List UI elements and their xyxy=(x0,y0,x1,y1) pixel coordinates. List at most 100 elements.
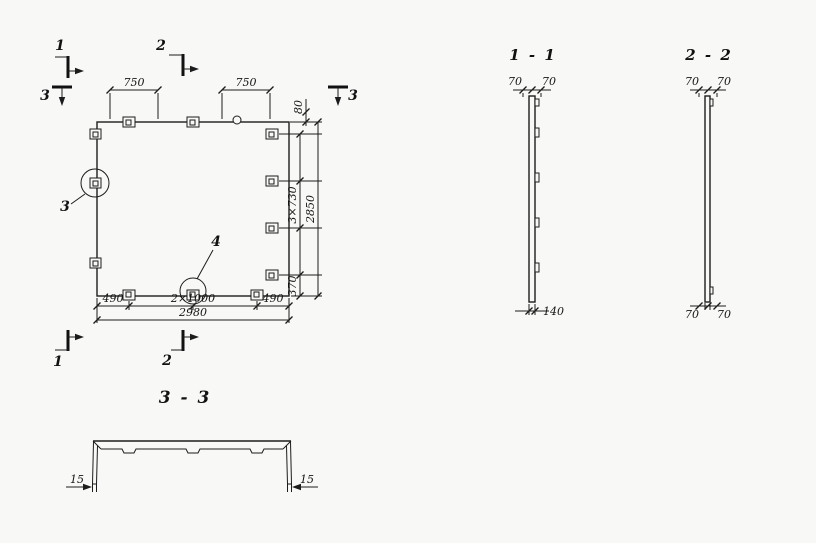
dim-value: 750 xyxy=(236,76,257,89)
cut-number: 3 xyxy=(348,88,358,104)
view-arrow-icon xyxy=(190,65,199,73)
dim-value: 490 xyxy=(102,292,124,305)
cut-mark-2-top: 2 xyxy=(155,38,199,76)
rib-outer-line xyxy=(290,441,292,485)
dim-top: 750 750 xyxy=(105,76,275,119)
embed xyxy=(122,289,136,301)
section-view-3-3: 3 - 3 15 15 xyxy=(66,388,318,492)
dim-value: 70 xyxy=(508,75,522,88)
embed-profile xyxy=(709,98,714,107)
cut-number: 3 xyxy=(40,88,50,104)
section-title: 3 - 3 xyxy=(159,388,212,408)
embed-core xyxy=(268,272,275,279)
detail-circle xyxy=(179,277,207,305)
dim-value: 15 xyxy=(70,473,84,486)
view-arrow-icon xyxy=(75,333,84,341)
dim-value: 70 xyxy=(542,75,556,88)
embed-core xyxy=(189,119,196,126)
embed xyxy=(265,175,279,187)
rib-outer-line xyxy=(92,441,94,485)
embed xyxy=(89,128,102,140)
embed xyxy=(186,116,200,128)
section-view-1-1: 1 - 1 70 70 140 xyxy=(508,46,564,318)
lifting-loop xyxy=(232,115,242,125)
embed-core xyxy=(268,178,275,185)
embed xyxy=(265,269,279,281)
section-title: 1 - 1 xyxy=(509,46,557,64)
embeds-bottom-edge xyxy=(122,289,264,301)
cut-mark-2-bottom: 2 xyxy=(161,330,199,369)
dim-right: 3×730 370 2850 xyxy=(279,117,323,301)
embed-profile xyxy=(534,172,540,183)
cut-number: 2 xyxy=(155,38,166,54)
dim-value: 70 xyxy=(685,308,699,321)
dim-value: 70 xyxy=(717,75,731,88)
plan-view: 3 4 1 1 2 xyxy=(40,38,358,370)
dim-arrow-icon xyxy=(83,483,92,491)
cut-number: 1 xyxy=(53,354,63,370)
embed-core xyxy=(92,131,99,138)
dim-value: 15 xyxy=(300,473,314,486)
embed xyxy=(89,257,102,269)
dim-s22-top: 70 70 xyxy=(685,75,731,97)
dim-value: 490 xyxy=(262,292,284,305)
panel-section-body xyxy=(704,95,711,303)
dim-value: 2980 xyxy=(178,306,207,319)
embed xyxy=(265,128,279,140)
detail-circle xyxy=(80,168,110,198)
section-view-2-2: 2 - 2 70 70 70 70 xyxy=(684,46,733,321)
embed-core xyxy=(268,131,275,138)
dim-s11-top: 70 70 xyxy=(508,75,556,97)
flange-end-taper xyxy=(282,440,292,450)
dim-bottom: 490 2×1000 490 2980 xyxy=(92,292,294,325)
detail-callout-4: 4 xyxy=(179,234,221,305)
rib-inner-line xyxy=(96,445,98,485)
embed-profile xyxy=(534,98,540,107)
detail-label: 4 xyxy=(211,234,221,250)
dim-s11-bottom: 140 xyxy=(515,304,564,318)
dim-value: 3×730 xyxy=(286,186,299,223)
embed xyxy=(89,177,102,189)
dim-value: 2×1000 xyxy=(170,292,215,305)
embed-profile xyxy=(709,286,714,295)
view-arrow-icon xyxy=(334,97,342,106)
embed-core xyxy=(125,119,132,126)
embed-core xyxy=(92,180,99,187)
dim-s33-left: 15 xyxy=(66,473,97,492)
cut-mark-3-left: 3 xyxy=(40,85,72,106)
dim-value: 70 xyxy=(717,308,731,321)
dim-value: 750 xyxy=(124,76,145,89)
dim-value: 70 xyxy=(685,75,699,88)
cut-number: 1 xyxy=(55,38,65,54)
rib-inner-line xyxy=(286,445,288,485)
dim-value: 80 xyxy=(292,100,305,114)
embed-profile xyxy=(534,217,540,228)
dim-corner-80: 80 xyxy=(290,99,322,127)
flange-end-taper xyxy=(92,440,102,450)
embed-profile xyxy=(534,127,540,138)
embeds-right-column xyxy=(265,128,279,281)
detail-label: 3 xyxy=(60,199,70,215)
panel-section-body xyxy=(528,95,536,303)
embed xyxy=(250,289,264,301)
embed-core xyxy=(268,225,275,232)
dim-s33-right: 15 xyxy=(287,473,318,492)
view-arrow-icon xyxy=(190,333,199,341)
view-arrow-icon xyxy=(75,67,84,75)
embed-core xyxy=(189,291,196,298)
leader-line xyxy=(70,193,86,205)
dim-value: 370 xyxy=(286,276,299,297)
section-title: 2 - 2 xyxy=(684,46,733,64)
cut-mark-1-top: 1 xyxy=(55,38,84,78)
leader-line xyxy=(196,249,214,280)
embed-profile xyxy=(534,262,540,273)
dim-value: 2850 xyxy=(304,195,317,224)
cut-mark-1-bottom: 1 xyxy=(53,330,84,370)
edge-rib-right xyxy=(286,441,292,485)
edge-rib-left xyxy=(92,441,98,485)
dim-value: 140 xyxy=(543,305,564,318)
embeds-top-edge xyxy=(122,115,242,128)
cut-number: 2 xyxy=(161,353,172,369)
